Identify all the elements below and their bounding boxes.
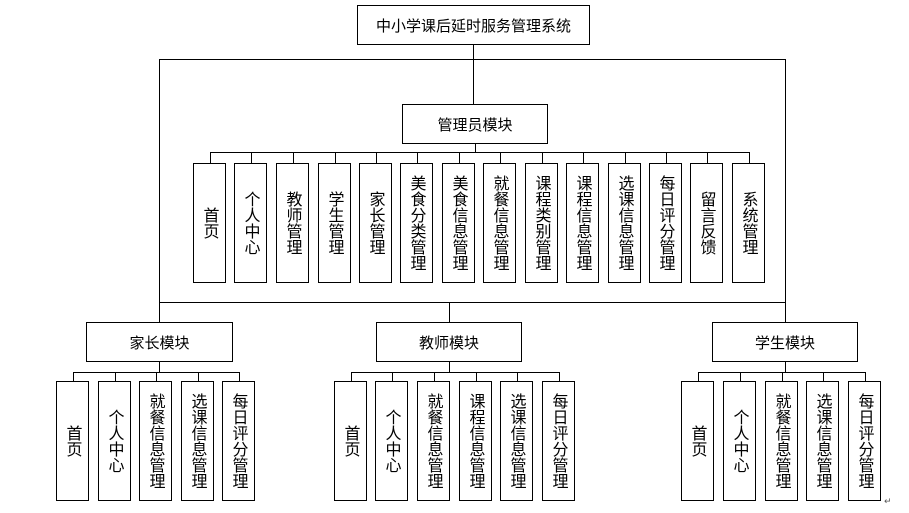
admin-leaf-node: 教师管理 [276,163,309,283]
student-leaf-node: 选课信息管理 [806,381,839,501]
teacher-leaf-node: 个人中心 [375,381,408,501]
root-node: 中小学课后延时服务管理系统 [357,5,590,45]
connector-line [159,59,786,60]
connector-line [625,152,626,164]
connector-line [517,372,518,382]
admin-leaf-node: 系统管理 [732,163,765,283]
connector-line [459,152,460,164]
connector-line [666,152,667,164]
student-leaf-node: 个人中心 [723,381,756,501]
connector-line [785,59,786,303]
teacher-leaf-node: 课程信息管理 [459,381,492,501]
student-leaf-node: 每日评分管理 [848,381,881,501]
admin-leaf-node: 学生管理 [318,163,351,283]
connector-line [782,372,783,382]
connector-line [351,372,352,382]
connector-line [159,59,160,303]
connector-line [251,152,252,164]
connector-line [823,372,824,382]
teacher-module-node: 教师模块 [376,322,522,362]
student-leaf-node: 首页 [681,381,714,501]
connector-line [476,372,477,382]
connector-line [159,362,160,373]
parent-leaf-node: 首页 [56,381,89,501]
student-leaf-node: 就餐信息管理 [765,381,798,501]
connector-line [559,372,560,382]
parent-leaf-node: 选课信息管理 [181,381,214,501]
connector-line [475,144,476,153]
connector-line [376,152,377,164]
connector-line [210,152,750,153]
connector-line [749,152,750,164]
parent-leaf-node: 就餐信息管理 [139,381,172,501]
connector-line [707,152,708,164]
parent-leaf-node: 个人中心 [98,381,131,501]
connector-line [740,372,741,382]
parent-module-node: 家长模块 [86,322,233,362]
connector-line [434,372,435,382]
connector-line [156,372,157,382]
connector-line [210,152,211,164]
admin-leaf-node: 美食分类管理 [400,163,433,283]
connector-line [335,152,336,164]
connector-line [542,152,543,164]
connector-line [198,372,199,382]
connector-line [785,362,786,373]
paragraph-mark: ↵ [884,497,892,507]
student-module-node: 学生模块 [712,322,858,362]
connector-line [417,152,418,164]
teacher-leaf-node: 就餐信息管理 [417,381,450,501]
connector-line [698,372,699,382]
connector-line [583,152,584,164]
admin-leaf-node: 选课信息管理 [608,163,641,283]
connector-line [500,152,501,164]
connector-line [865,372,866,382]
connector-line [115,372,116,382]
admin-leaf-node: 课程信息管理 [566,163,599,283]
teacher-leaf-node: 每日评分管理 [542,381,575,501]
connector-line [351,372,560,373]
connector-line [73,372,74,382]
teacher-leaf-node: 首页 [334,381,367,501]
admin-leaf-node: 美食信息管理 [442,163,475,283]
connector-line [449,302,450,323]
connector-line [785,302,786,323]
admin-leaf-node: 首页 [193,163,226,283]
connector-line [293,152,294,164]
connector-line [239,372,240,382]
admin-leaf-node: 家长管理 [359,163,392,283]
connector-line [392,372,393,382]
admin-leaf-node: 个人中心 [234,163,267,283]
connector-line [473,45,474,105]
admin-leaf-node: 留言反馈 [690,163,723,283]
connector-line [159,302,786,303]
admin-leaf-node: 就餐信息管理 [483,163,516,283]
admin-module-node: 管理员模块 [402,104,548,144]
connector-line [159,302,160,323]
connector-line [449,362,450,373]
admin-leaf-node: 课程类别管理 [525,163,558,283]
admin-leaf-node: 每日评分管理 [649,163,682,283]
teacher-leaf-node: 选课信息管理 [500,381,533,501]
parent-leaf-node: 每日评分管理 [222,381,255,501]
